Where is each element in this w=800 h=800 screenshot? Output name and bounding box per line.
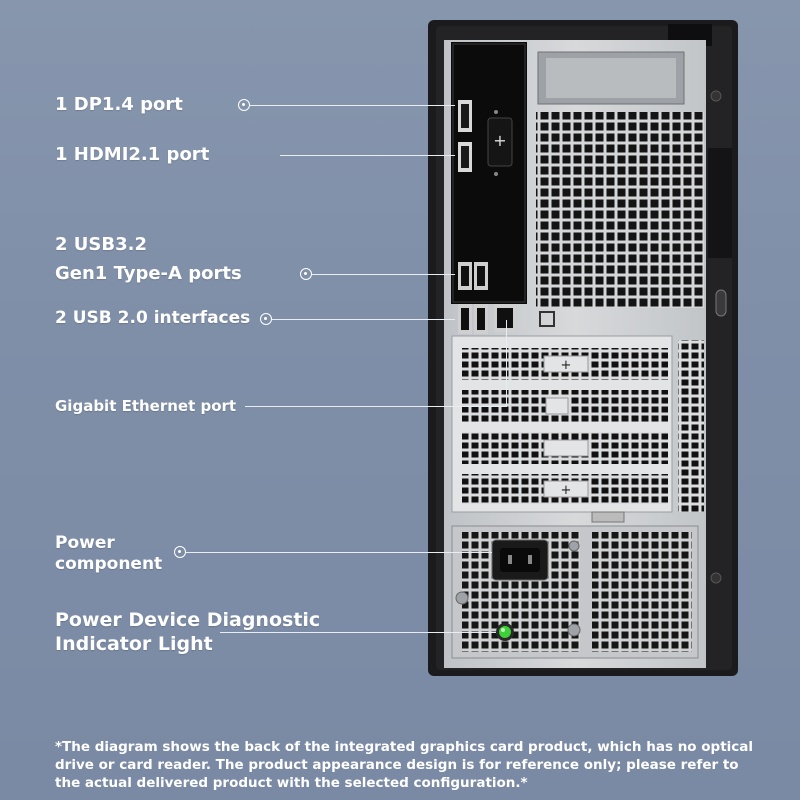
leader-line-ethernet xyxy=(245,406,507,407)
svg-text:+: + xyxy=(493,131,506,150)
label-dp-port: 1 DP1.4 port xyxy=(55,94,183,115)
label-ethernet: Gigabit Ethernet port xyxy=(55,397,237,415)
label-diagnostic-line2: Indicator Light xyxy=(55,633,213,655)
marker-dp xyxy=(238,99,250,111)
leader-line-power xyxy=(186,552,492,553)
label-diagnostic-line1: Power Device Diagnostic xyxy=(55,609,321,631)
label-power-line1: Power xyxy=(55,533,115,553)
label-power-line2: component xyxy=(55,554,163,574)
svg-text:+: + xyxy=(561,358,572,373)
label-usb32-line1: 2 USB3.2 xyxy=(55,234,147,255)
label-usb32-line2: Gen1 Type-A ports xyxy=(55,263,242,284)
leader-line-usb32 xyxy=(312,274,455,275)
leader-line-dp xyxy=(250,105,455,106)
marker-power xyxy=(174,546,186,558)
marker-usb20 xyxy=(260,313,272,325)
leader-line-ethernet-vertical xyxy=(506,320,507,407)
label-hdmi-port: 1 HDMI2.1 port xyxy=(55,144,210,165)
marker-usb32 xyxy=(300,268,312,280)
leader-line-diagnostic xyxy=(220,632,496,633)
svg-text:+: + xyxy=(561,483,572,498)
disclaimer-footnote: *The diagram shows the back of the integ… xyxy=(55,739,754,791)
io-shield xyxy=(451,42,527,304)
fan-grill xyxy=(536,112,704,308)
label-usb20: 2 USB 2.0 interfaces xyxy=(55,308,251,328)
leader-line-hdmi xyxy=(280,155,455,156)
leader-line-usb20 xyxy=(272,319,455,320)
